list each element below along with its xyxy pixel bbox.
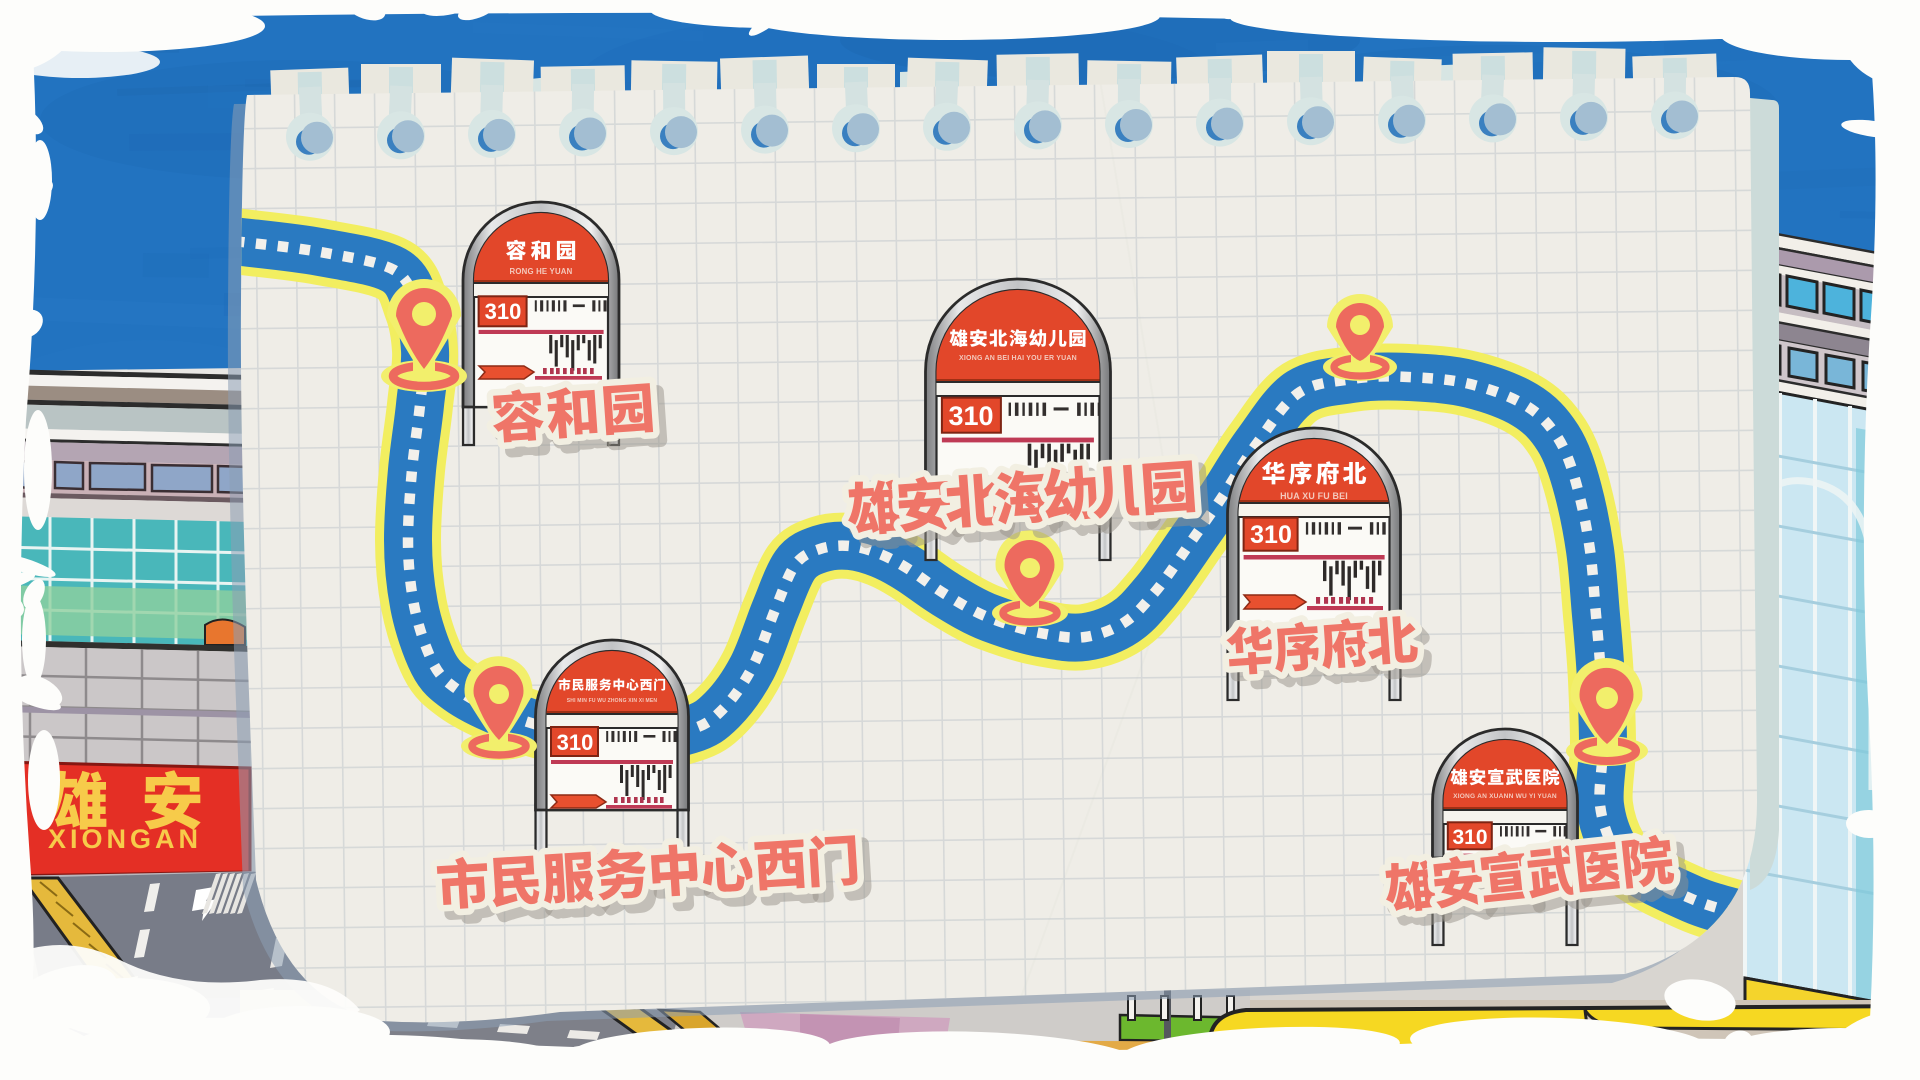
svg-text:XIONG AN BEI HAI YOU ER YUAN: XIONG AN BEI HAI YOU ER YUAN bbox=[959, 355, 1077, 362]
svg-text:SHI MIN FU WU ZHONG XIN XI MEN: SHI MIN FU WU ZHONG XIN XI MEN bbox=[567, 698, 658, 704]
svg-text:XIONG AN XUANN WU YI YUAN: XIONG AN XUANN WU YI YUAN bbox=[1453, 793, 1557, 800]
svg-text:XIONGAN: XIONGAN bbox=[48, 824, 202, 854]
svg-text:RONG HE YUAN: RONG HE YUAN bbox=[510, 267, 573, 276]
svg-text:310: 310 bbox=[1452, 826, 1487, 849]
svg-text:310: 310 bbox=[557, 730, 594, 755]
svg-text:310: 310 bbox=[948, 401, 993, 431]
svg-text:310: 310 bbox=[1250, 521, 1292, 549]
svg-text:310: 310 bbox=[485, 299, 522, 324]
svg-text:HUA XU FU BEI: HUA XU FU BEI bbox=[1280, 491, 1348, 501]
